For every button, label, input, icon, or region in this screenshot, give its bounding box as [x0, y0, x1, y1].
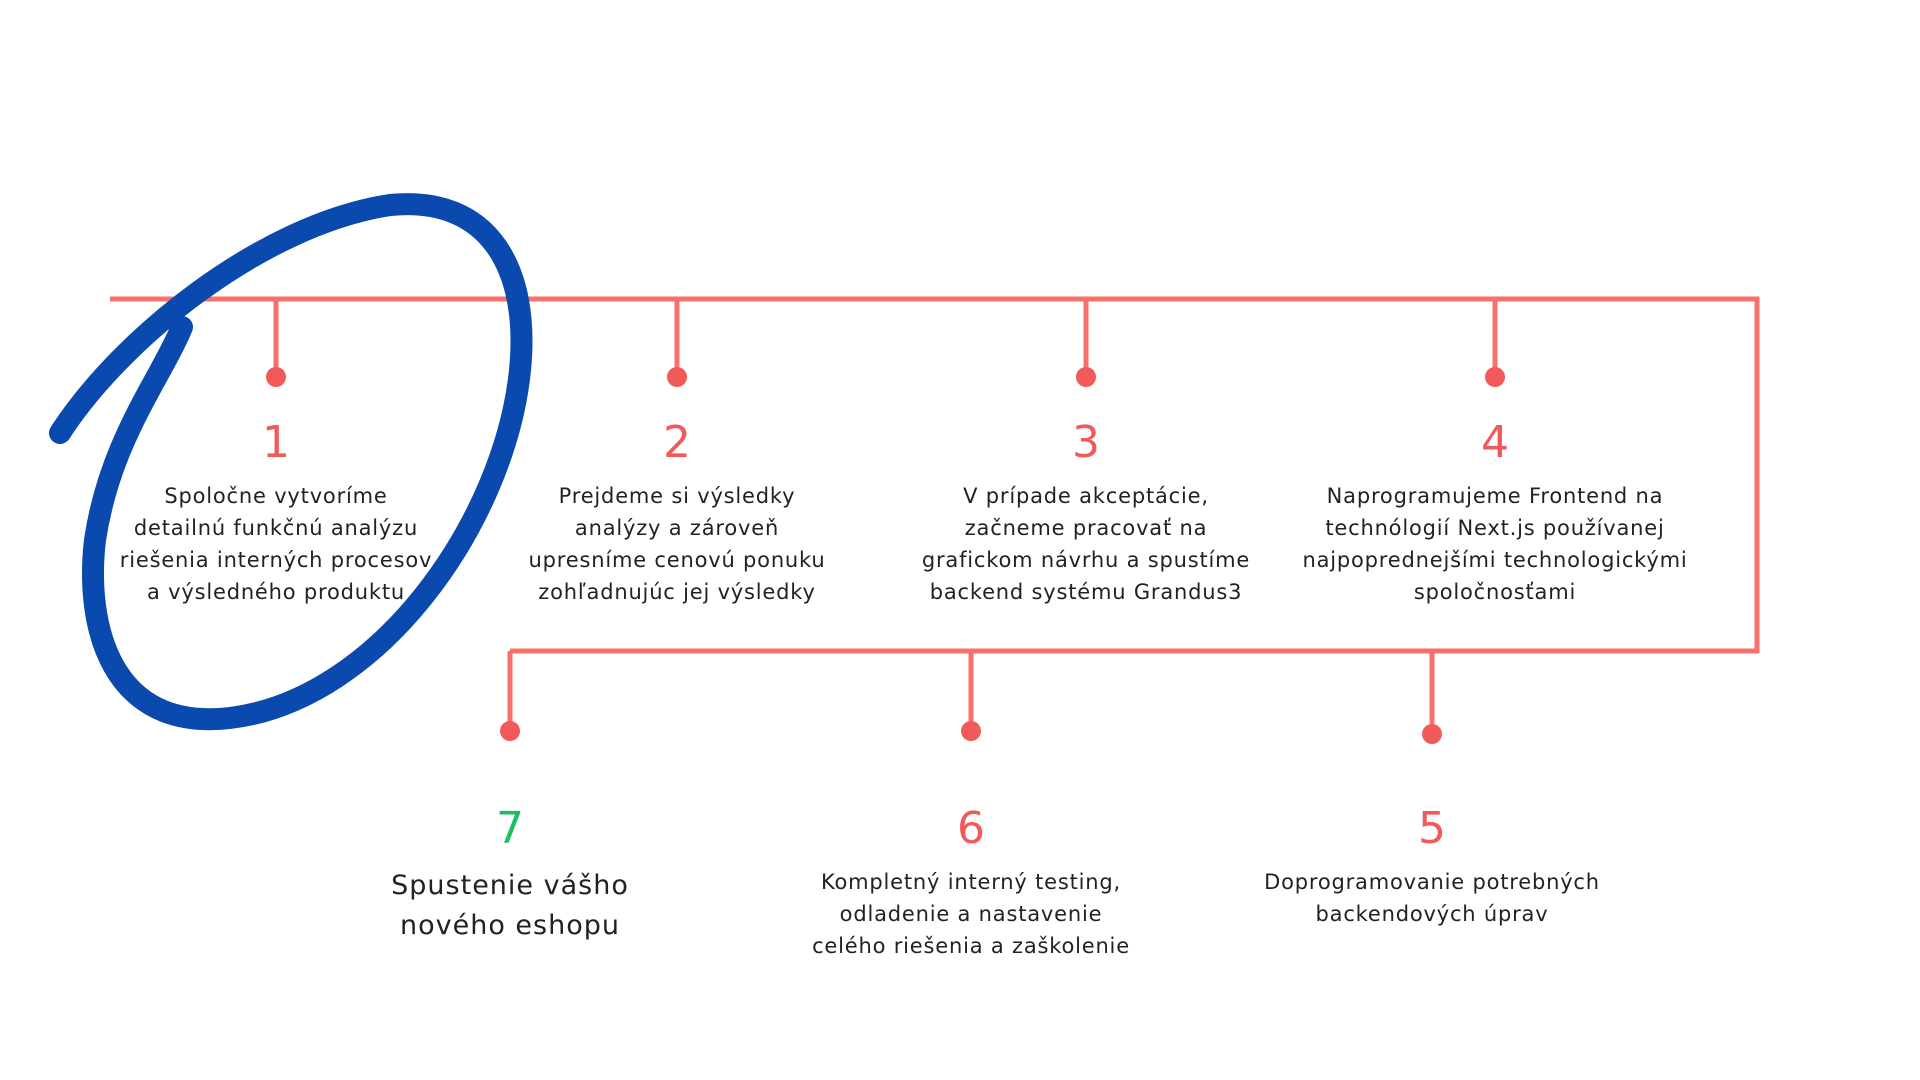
step-2-number: 2	[663, 417, 691, 468]
step-6-text: Kompletný interný testing, odladenie a n…	[812, 870, 1130, 958]
step-3-text: V prípade akceptácie, začneme pracovať n…	[921, 484, 1251, 604]
timeline-path	[110, 296, 1760, 654]
step-4-text: Naprogramujeme Frontend na technólogií N…	[1302, 484, 1688, 604]
step-5-number: 5	[1418, 803, 1446, 854]
step-1-text: Spoločne vytvoríme detailnú funkčnú anal…	[119, 484, 433, 604]
dot-7	[500, 721, 520, 741]
step-6-number: 6	[957, 803, 985, 854]
dot-5	[1422, 724, 1442, 744]
dot-3	[1076, 367, 1096, 387]
step-3-number: 3	[1072, 417, 1100, 468]
step-4-number: 4	[1481, 417, 1509, 468]
dot-1	[266, 367, 286, 387]
dot-2	[667, 367, 687, 387]
dot-6	[961, 721, 981, 741]
step-5-text: Doprogramovanie potrebných backendových …	[1264, 870, 1600, 926]
step-2-text: Prejdeme si výsledky analýzy a zároveň u…	[528, 484, 826, 604]
step-7-number: 7	[496, 803, 524, 854]
step-1-number: 1	[262, 417, 290, 468]
highlight-circle-icon	[49, 193, 533, 731]
step-7-text: Spustenie vášho nového eshopu	[391, 870, 629, 941]
dot-4	[1485, 367, 1505, 387]
